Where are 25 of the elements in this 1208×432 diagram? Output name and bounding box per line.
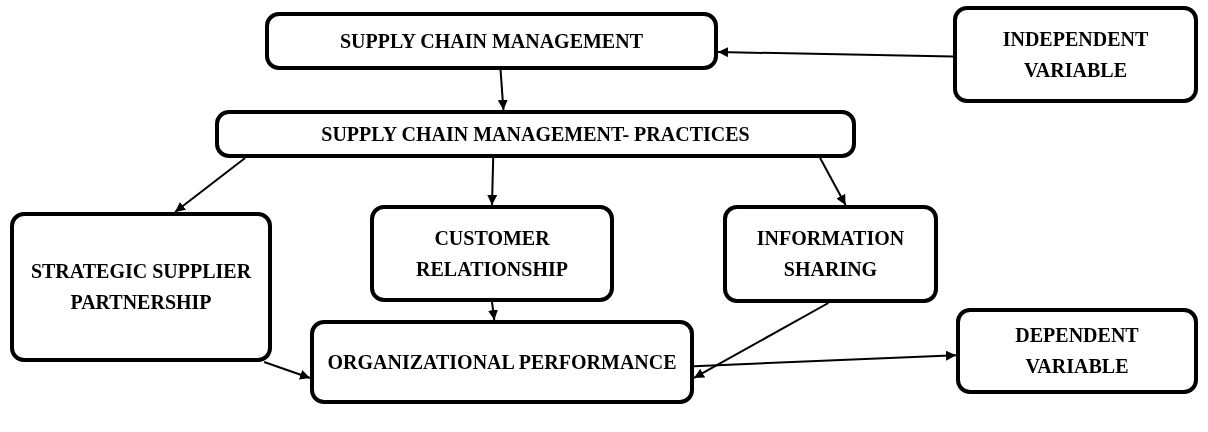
arrow [717,47,954,58]
process-box [215,110,856,158]
box-label: SUPPLY CHAIN MANAGEMENT- PRACTICES [321,121,750,147]
process-box [723,205,938,303]
arrow [693,350,957,368]
box-label: INDEPENDENT VARIABLE [1001,26,1150,83]
arrow [497,69,508,111]
process-box [370,205,614,302]
box-label: ORGANIZATIONAL PERFORMANCE [327,349,677,375]
process-box [956,308,1198,394]
box-label: CUSTOMER RELATIONSHIP [415,225,569,282]
arrow [693,302,830,379]
arrow [487,157,498,206]
arrow [488,301,498,321]
box-label: INFORMATION SHARING [755,226,906,282]
arrow [819,157,847,206]
process-box [10,212,272,362]
box-label: SUPPLY CHAIN MANAGEMENT [340,28,643,54]
box-label: DEPENDENT VARIABLE [1014,323,1140,379]
arrow [263,361,311,380]
box-label: STRATEGIC SUPPLIER PARTNERSHIP [29,259,253,315]
process-box [953,6,1198,103]
arrow [174,157,247,213]
process-box [265,12,718,70]
process-box [310,320,694,404]
